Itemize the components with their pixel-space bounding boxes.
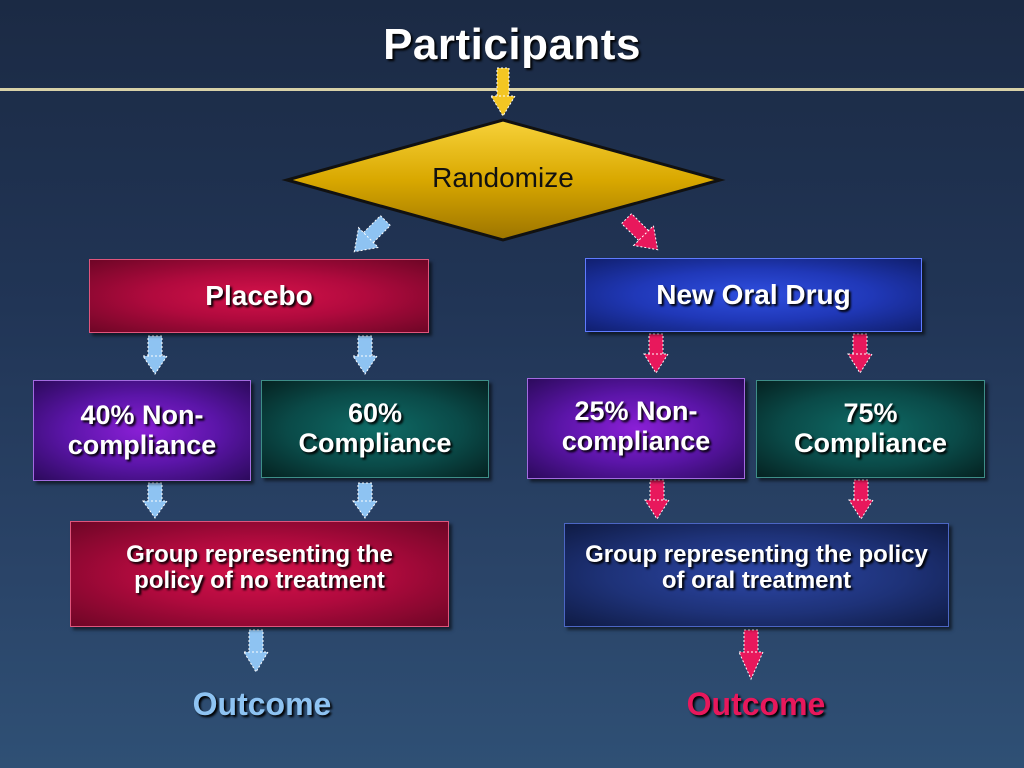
placebo-noncompliance-box: 40% Non-compliance xyxy=(33,380,251,481)
drug-group-box: Group representing the policy of oral tr… xyxy=(564,523,949,627)
arrow-to-drug xyxy=(620,212,659,251)
arrow-drug-compliance-to-group xyxy=(848,479,874,520)
title-divider xyxy=(0,88,1024,91)
arrow-drug-to-compliance xyxy=(847,333,873,374)
arrow-placebo-noncompliance-to-group xyxy=(142,482,168,519)
drug-outcome: Outcome xyxy=(686,686,826,722)
placebo-group-box: Group representing the policy of no trea… xyxy=(70,521,449,627)
placebo-outcome: Outcome xyxy=(192,686,332,722)
placebo-label: Placebo xyxy=(205,279,313,311)
placebo-compliance-box: 60% Compliance xyxy=(261,380,489,478)
arrow-drug-to-noncompliance xyxy=(643,333,669,374)
drug-noncompliance-box: 25% Non-compliance xyxy=(527,378,745,479)
placebo-noncompliance-label: 40% Non-compliance xyxy=(67,399,217,460)
drug-compliance-label: 75% Compliance xyxy=(793,398,948,458)
drug-compliance-box: 75% Compliance xyxy=(756,380,985,478)
arrow-placebo-group-to-outcome xyxy=(243,629,269,673)
placebo-group-label: Group representing the policy of no trea… xyxy=(126,541,393,595)
drug-noncompliance-label: 25% Non-compliance xyxy=(561,396,711,456)
placebo-box: Placebo xyxy=(89,259,429,333)
randomize-diamond xyxy=(281,118,726,242)
arrow-to-placebo xyxy=(353,214,392,253)
randomize-label: Randomize xyxy=(432,162,574,193)
arrow-drug-noncompliance-to-group xyxy=(644,479,670,520)
placebo-compliance-label: 60% Compliance xyxy=(298,398,452,458)
arrow-placebo-to-compliance xyxy=(352,335,378,375)
arrow-participants-to-randomize xyxy=(490,67,516,117)
drug-box: New Oral Drug xyxy=(585,258,922,332)
drug-label: New Oral Drug xyxy=(656,278,851,310)
diagram-title: Participants xyxy=(383,20,641,69)
arrow-placebo-to-noncompliance xyxy=(142,335,168,375)
arrow-drug-group-to-outcome xyxy=(738,629,764,681)
arrow-placebo-compliance-to-group xyxy=(352,482,378,519)
drug-group-label: Group representing the policy of oral tr… xyxy=(585,541,928,595)
